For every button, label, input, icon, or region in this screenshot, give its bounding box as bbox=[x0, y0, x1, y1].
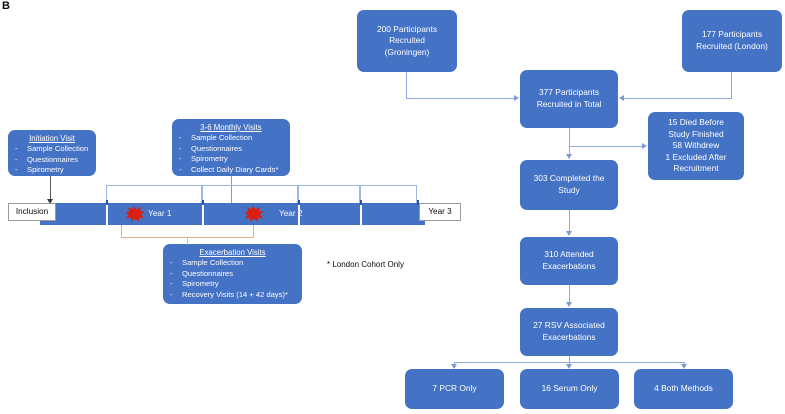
arrowhead-to-pcr bbox=[450, 364, 457, 369]
footnote-london-cohort: * London Cohort Only bbox=[327, 260, 404, 269]
arrowhead-to-attrition bbox=[642, 143, 647, 149]
node-serum-only: 16 Serum Only bbox=[520, 369, 619, 409]
node-london-line-2: Recruited (London) bbox=[696, 41, 768, 51]
connector-london-horizontal bbox=[624, 98, 732, 99]
node-groningen-line-3: (Groningen) bbox=[384, 46, 430, 57]
node-both-methods: 4 Both Methods bbox=[634, 369, 733, 409]
timeline-label-year-2: Year 2 bbox=[279, 209, 303, 218]
node-attended-exacerbations: 310 Attended Exacerbations bbox=[520, 237, 618, 285]
list-item: Questionnaires bbox=[13, 155, 91, 166]
node-attrition-line-3: 58 Withdrew bbox=[672, 140, 720, 151]
node-london-line-1: 177 Participants bbox=[701, 29, 763, 40]
node-attrition-line-1: 15 Died Before bbox=[668, 117, 724, 128]
arrowhead-to-completed bbox=[565, 154, 572, 159]
list-item: Spirometry bbox=[177, 154, 285, 165]
connector-groningen-horizontal bbox=[406, 98, 514, 99]
connector-split-right bbox=[684, 362, 685, 365]
timeline-tick-1 bbox=[106, 200, 108, 205]
node-london-recruited: 177 Participants Recruited (London) bbox=[682, 10, 782, 72]
node-completed-study: 303 Completed the Study bbox=[520, 160, 618, 210]
list-item: Sample Collection bbox=[177, 133, 285, 144]
timeline-divider-4 bbox=[360, 203, 362, 225]
node-attrition-line-2: Study Finished bbox=[668, 128, 724, 139]
arrowhead-to-total-right bbox=[619, 95, 624, 101]
connector-groningen-vertical bbox=[406, 72, 407, 99]
timeline-bracket-segment-3 bbox=[298, 185, 360, 204]
connector-total-to-completed bbox=[569, 128, 570, 155]
connector-completed-to-attended bbox=[569, 210, 570, 232]
initiation-visit-list: Sample Collection Questionnaires Spirome… bbox=[13, 144, 91, 176]
node-attended-line-1: 310 Attended bbox=[544, 249, 594, 260]
timeline-label-inclusion: Inclusion bbox=[8, 203, 56, 221]
node-total-line-1: 377 Participants bbox=[538, 87, 600, 98]
node-total-recruited: 377 Participants Recruited in Total bbox=[520, 70, 618, 128]
monthly-visits-title: 3-6 Monthly Visits bbox=[200, 123, 262, 132]
exacerbation-visits-list: Sample Collection Questionnaires Spirome… bbox=[168, 258, 297, 300]
node-groningen-line-1: 200 Participants bbox=[376, 23, 438, 34]
monthly-visits-list: Sample Collection Questionnaires Spirome… bbox=[177, 133, 285, 175]
node-attrition-line-4: 1 Excluded After bbox=[665, 151, 727, 162]
timeline-tick-4 bbox=[360, 200, 362, 205]
arrowhead-to-rsv bbox=[565, 302, 572, 307]
node-attrition: 15 Died Before Study Finished 58 Withdre… bbox=[648, 112, 744, 180]
initiation-visit-title: Initiation Visit bbox=[29, 134, 75, 143]
box-exacerbation-visits: Exacerbation Visits Sample Collection Qu… bbox=[163, 244, 302, 304]
list-item: Sample Collection bbox=[168, 258, 297, 269]
box-monthly-visits: 3-6 Monthly Visits Sample Collection Que… bbox=[172, 119, 290, 176]
connector-london-vertical bbox=[731, 72, 732, 99]
node-total-line-2: Recruited in Total bbox=[536, 99, 602, 109]
connector-initiation-stem bbox=[50, 176, 51, 200]
exacerbation-bracket-stem bbox=[187, 237, 188, 245]
node-groningen-line-2: Recruited bbox=[389, 35, 425, 46]
timeline-label-year-1: Year 1 bbox=[148, 209, 172, 218]
node-attrition-line-5: Recruitment bbox=[673, 163, 719, 174]
timeline-divider-1 bbox=[106, 203, 108, 225]
connector-rsv-stem bbox=[569, 356, 570, 363]
timeline-bracket-segment-2 bbox=[202, 185, 298, 204]
exacerbation-visits-title: Exacerbation Visits bbox=[199, 248, 266, 257]
timeline-bracket-segment-1 bbox=[106, 185, 202, 204]
list-item: Spirometry bbox=[168, 279, 297, 290]
timeline-tick-3 bbox=[298, 200, 300, 205]
list-item: Sample Collection bbox=[13, 144, 91, 155]
list-item: Collect Daily Diary Cards* bbox=[177, 165, 285, 176]
node-completed-line-1: 303 Completed the bbox=[533, 173, 605, 184]
list-item: Questionnaires bbox=[177, 144, 285, 155]
panel-label: B bbox=[2, 0, 10, 12]
connector-split-left bbox=[454, 362, 455, 365]
node-rsv-line-2: Exacerbations bbox=[542, 332, 596, 342]
arrowhead-to-total-left bbox=[514, 95, 519, 101]
timeline-tick-2 bbox=[202, 200, 204, 205]
connector-to-attrition bbox=[569, 146, 642, 147]
arrowhead-to-both bbox=[680, 364, 687, 369]
timeline-bracket-segment-4 bbox=[360, 185, 417, 204]
node-rsv-exacerbations: 27 RSV Associated Exacerbations bbox=[520, 308, 618, 356]
connector-monthly-stem bbox=[231, 176, 232, 205]
box-initiation-visit: Initiation Visit Sample Collection Quest… bbox=[8, 130, 96, 176]
red-starburst-icon bbox=[125, 206, 145, 222]
node-completed-line-2: Study bbox=[558, 185, 580, 195]
arrowhead-to-attended bbox=[565, 231, 572, 236]
timeline-divider-2 bbox=[202, 203, 204, 225]
timeline-tick-5 bbox=[417, 200, 419, 205]
list-item: Questionnaires bbox=[168, 269, 297, 280]
list-item: Spirometry bbox=[13, 165, 91, 176]
connector-split-mid bbox=[569, 362, 570, 365]
red-starburst-icon bbox=[244, 206, 264, 222]
arrowhead-to-serum bbox=[565, 364, 572, 369]
timeline-label-year-3: Year 3 bbox=[419, 203, 461, 221]
node-attended-line-2: Exacerbations bbox=[542, 261, 596, 271]
node-pcr-only: 7 PCR Only bbox=[405, 369, 504, 409]
study-timeline-bar bbox=[40, 203, 425, 225]
node-rsv-line-1: 27 RSV Associated bbox=[533, 320, 605, 331]
connector-attended-to-rsv bbox=[569, 285, 570, 303]
timeline-divider-3 bbox=[298, 203, 300, 225]
node-groningen-recruited: 200 Participants Recruited (Groningen) bbox=[357, 10, 457, 72]
list-item: Recovery Visits (14 + 42 days)* bbox=[168, 290, 297, 301]
arrowhead-initiation-to-timeline bbox=[47, 199, 53, 204]
